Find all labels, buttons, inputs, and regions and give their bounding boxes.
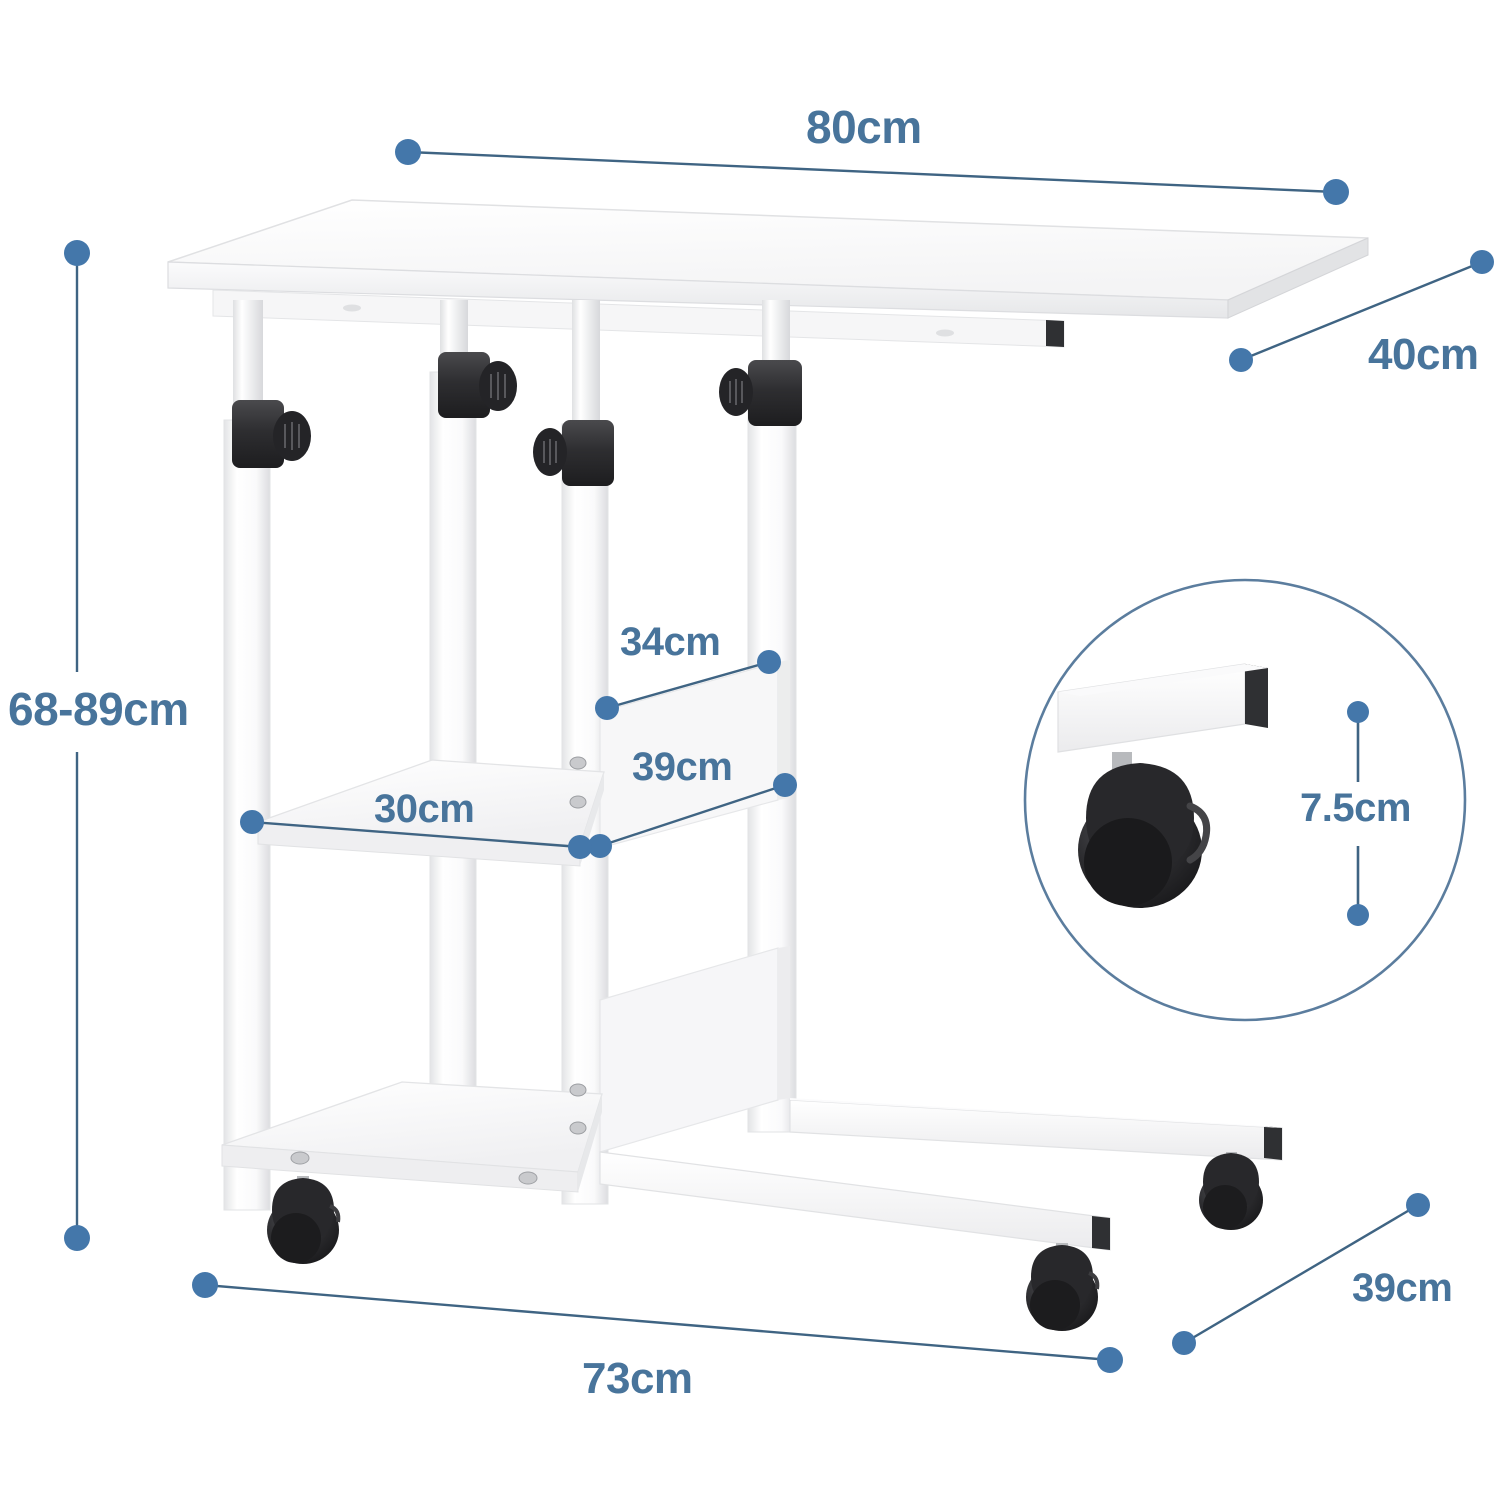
dimension-lines (75, 150, 1483, 1362)
base-frame (599, 1098, 1283, 1251)
height-adjustment-knob (533, 420, 614, 486)
swivel-caster (267, 1176, 341, 1264)
swivel-caster (414, 1172, 466, 1220)
dimension-label-top-depth: 40cm (1368, 330, 1479, 379)
dimension-label-caster-height: 7.5cm (1300, 786, 1411, 830)
dimension-label-shelf-width: 30cm (374, 787, 475, 831)
caster-detail-inset (1023, 578, 1467, 1022)
bottom-shelf (221, 1081, 603, 1193)
dimension-endpoints (64, 139, 1494, 1373)
dimension-label-overall-height: 68-89cm (8, 683, 189, 735)
dimension-label-shelf-depth: 39cm (632, 745, 733, 789)
table-top (167, 199, 1369, 348)
leg-post-rear-left (429, 300, 477, 1133)
dimension-label-base-width: 73cm (582, 1354, 693, 1403)
height-adjustment-knob (438, 352, 517, 418)
dimension-label-base-depth: 39cm (1352, 1266, 1453, 1310)
dimension-label-top-width: 80cm (806, 101, 922, 153)
swivel-caster (1026, 1243, 1100, 1331)
back-panel-lower (599, 946, 790, 1153)
height-adjustment-knob (232, 400, 311, 468)
height-adjustment-knob (719, 360, 802, 426)
dimension-label-shelf-back-height: 34cm (620, 620, 721, 664)
swivel-caster (1199, 1152, 1263, 1230)
